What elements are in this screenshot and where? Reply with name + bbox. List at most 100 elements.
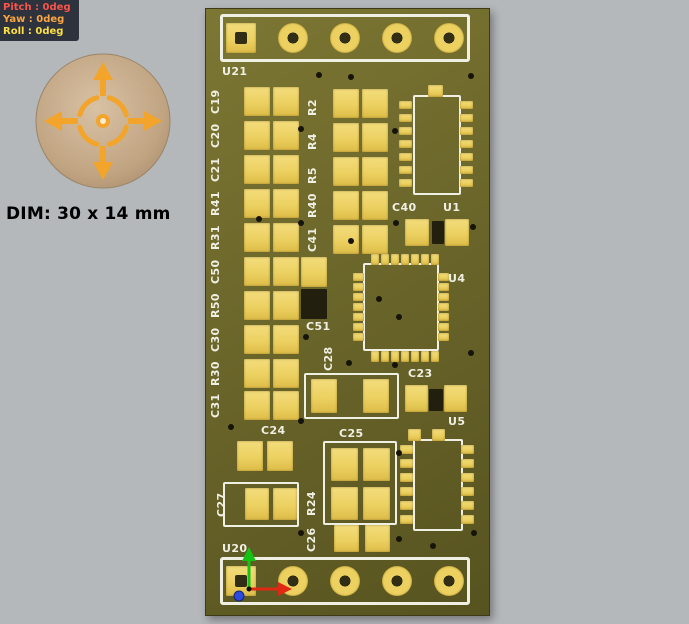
smd-pad bbox=[460, 166, 473, 174]
through-hole-pad bbox=[330, 23, 360, 53]
y-axis-arrowhead bbox=[242, 547, 256, 561]
refdes-c30: C30 bbox=[209, 327, 222, 352]
smd-pad bbox=[353, 293, 364, 301]
smd-pad bbox=[362, 225, 388, 254]
smd-pad bbox=[408, 429, 421, 441]
refdes-r24: R24 bbox=[305, 491, 318, 516]
via bbox=[393, 220, 399, 226]
origin-dot bbox=[246, 586, 252, 592]
smd-pad bbox=[244, 325, 270, 354]
pcb-parts-layer bbox=[206, 9, 489, 615]
rotation-compass[interactable] bbox=[32, 50, 174, 192]
via bbox=[470, 224, 476, 230]
smd-pad bbox=[273, 359, 299, 388]
pin-hole bbox=[235, 32, 247, 44]
smd-pad bbox=[405, 385, 428, 412]
u21-connector-outline bbox=[220, 14, 470, 62]
smd-pad bbox=[311, 379, 337, 413]
smd-pad bbox=[362, 89, 388, 118]
smd-pad bbox=[371, 254, 379, 265]
smd-pad bbox=[331, 487, 358, 520]
smd-pad bbox=[381, 351, 389, 362]
smd-pad bbox=[444, 385, 467, 412]
smd-pad bbox=[400, 515, 413, 524]
component-body bbox=[432, 221, 444, 244]
compass-arrows[interactable] bbox=[44, 62, 162, 180]
via bbox=[303, 334, 309, 340]
smd-pad bbox=[244, 189, 270, 218]
through-hole-pad bbox=[434, 23, 464, 53]
smd-pad bbox=[244, 257, 270, 286]
refdes-c25: C25 bbox=[339, 427, 364, 440]
smd-pad bbox=[353, 273, 364, 281]
via bbox=[348, 74, 354, 80]
via bbox=[228, 424, 234, 430]
pan-left-arrow[interactable] bbox=[44, 111, 78, 131]
c27-outline bbox=[223, 482, 299, 527]
refdes-c40: C40 bbox=[392, 201, 417, 214]
compass-center-highlight bbox=[100, 118, 106, 124]
via bbox=[298, 126, 304, 132]
smd-pad bbox=[400, 487, 413, 496]
smd-pad bbox=[400, 473, 413, 482]
refdes-r2: R2 bbox=[306, 99, 319, 116]
pcb-board[interactable]: U21 C19 C20 C21 R41 R31 C50 R50 C30 R30 … bbox=[205, 8, 490, 616]
smd-pad bbox=[461, 501, 474, 510]
smd-pad bbox=[438, 293, 449, 301]
refdes-c19: C19 bbox=[209, 89, 222, 114]
smd-pad bbox=[461, 445, 474, 454]
smd-pad bbox=[244, 291, 270, 320]
pan-up-arrow[interactable] bbox=[93, 62, 113, 96]
smd-pad bbox=[438, 273, 449, 281]
smd-pad bbox=[244, 223, 270, 252]
smd-pad bbox=[363, 448, 390, 481]
via bbox=[298, 418, 304, 424]
smd-pad bbox=[363, 487, 390, 520]
smd-pad bbox=[399, 140, 412, 148]
smd-pad bbox=[438, 283, 449, 291]
u5-body-outline bbox=[413, 439, 463, 531]
pan-down-arrow[interactable] bbox=[93, 146, 113, 180]
smd-pad bbox=[334, 525, 359, 552]
smd-pad bbox=[405, 219, 429, 246]
smd-pad bbox=[432, 429, 445, 441]
refdes-r31: R31 bbox=[209, 225, 222, 250]
smd-pad bbox=[461, 487, 474, 496]
via bbox=[396, 536, 402, 542]
via bbox=[346, 360, 352, 366]
smd-pad bbox=[461, 515, 474, 524]
through-hole-pad bbox=[382, 23, 412, 53]
smd-pad bbox=[353, 333, 364, 341]
smd-pad bbox=[333, 191, 359, 220]
via bbox=[392, 128, 398, 134]
roll-readout: Roll : 0deg bbox=[3, 26, 64, 37]
via bbox=[256, 216, 262, 222]
via bbox=[468, 73, 474, 79]
smd-pad bbox=[381, 254, 389, 265]
smd-pad bbox=[431, 351, 439, 362]
smd-pad bbox=[273, 391, 299, 420]
smd-pad bbox=[399, 153, 412, 161]
smd-pad bbox=[421, 254, 429, 265]
smd-pad bbox=[428, 85, 443, 97]
pan-right-arrow[interactable] bbox=[128, 111, 162, 131]
c28-outline bbox=[304, 373, 399, 419]
via bbox=[471, 530, 477, 536]
smd-pad bbox=[333, 157, 359, 186]
via bbox=[376, 296, 382, 302]
refdes-c21: C21 bbox=[209, 157, 222, 182]
u1-body-outline bbox=[413, 95, 461, 195]
smd-pad bbox=[460, 114, 473, 122]
refdes-u21: U21 bbox=[222, 65, 248, 78]
smd-pad bbox=[237, 441, 263, 471]
smd-pad bbox=[244, 391, 270, 420]
via bbox=[396, 314, 402, 320]
smd-pad bbox=[273, 189, 299, 218]
smd-pad bbox=[333, 225, 359, 254]
smd-pad bbox=[460, 140, 473, 148]
smd-pad bbox=[400, 445, 413, 454]
smd-pad bbox=[244, 155, 270, 184]
refdes-c50: C50 bbox=[209, 259, 222, 284]
refdes-r30: R30 bbox=[209, 361, 222, 386]
